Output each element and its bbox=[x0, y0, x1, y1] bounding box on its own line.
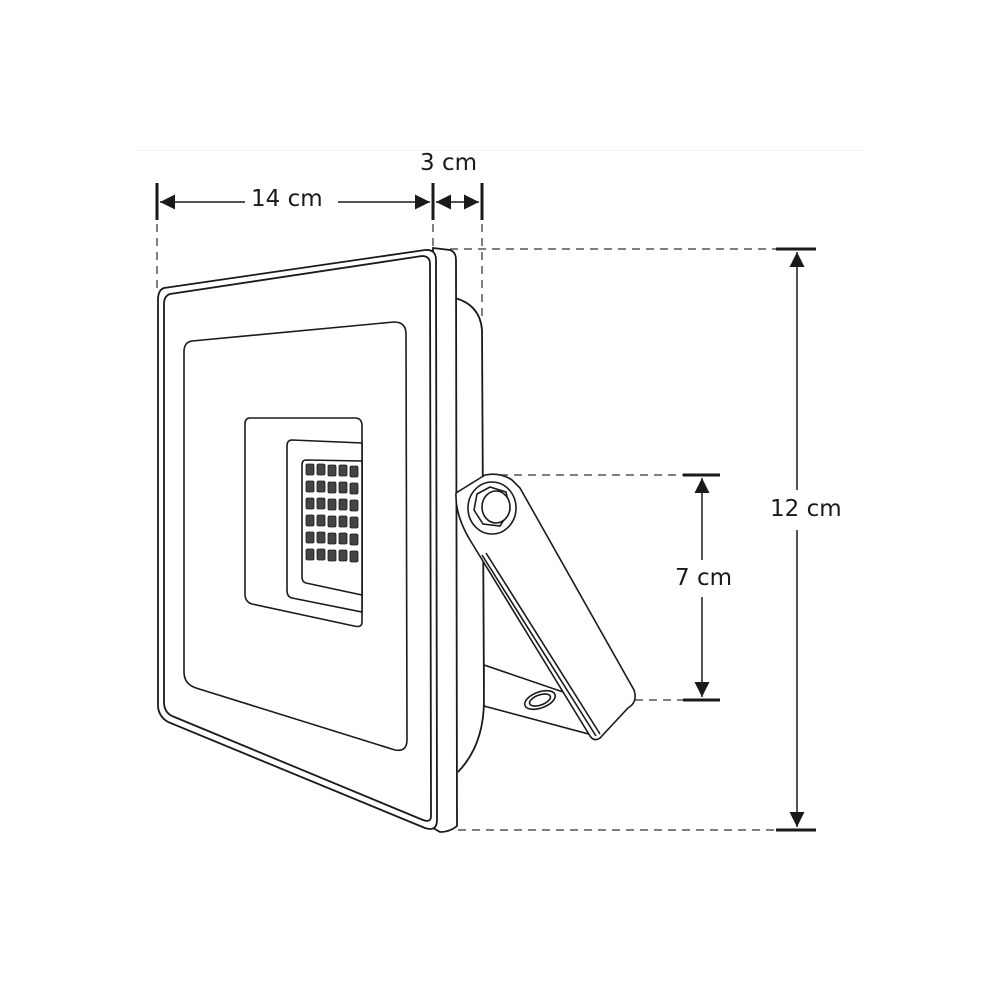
led-row bbox=[305, 480, 359, 495]
top-divider-line bbox=[135, 150, 865, 151]
frame-side bbox=[432, 246, 458, 833]
bolt-icon bbox=[467, 481, 517, 535]
led-row bbox=[305, 514, 359, 529]
height-dimension bbox=[776, 247, 816, 832]
led-row bbox=[305, 497, 359, 512]
led-row bbox=[305, 531, 359, 546]
bracket-arm bbox=[455, 473, 636, 741]
height-label: 12 cm bbox=[766, 498, 846, 521]
width-dimension bbox=[155, 183, 435, 220]
led-row bbox=[305, 463, 359, 478]
led-row bbox=[305, 548, 359, 563]
led-array bbox=[305, 463, 359, 563]
bracket-height-label: 7 cm bbox=[671, 567, 736, 590]
depth-label: 3 cm bbox=[420, 150, 477, 176]
depth-dimension bbox=[436, 183, 484, 220]
width-label: 14 cm bbox=[247, 188, 327, 211]
bracket-height-dimension bbox=[683, 473, 720, 702]
